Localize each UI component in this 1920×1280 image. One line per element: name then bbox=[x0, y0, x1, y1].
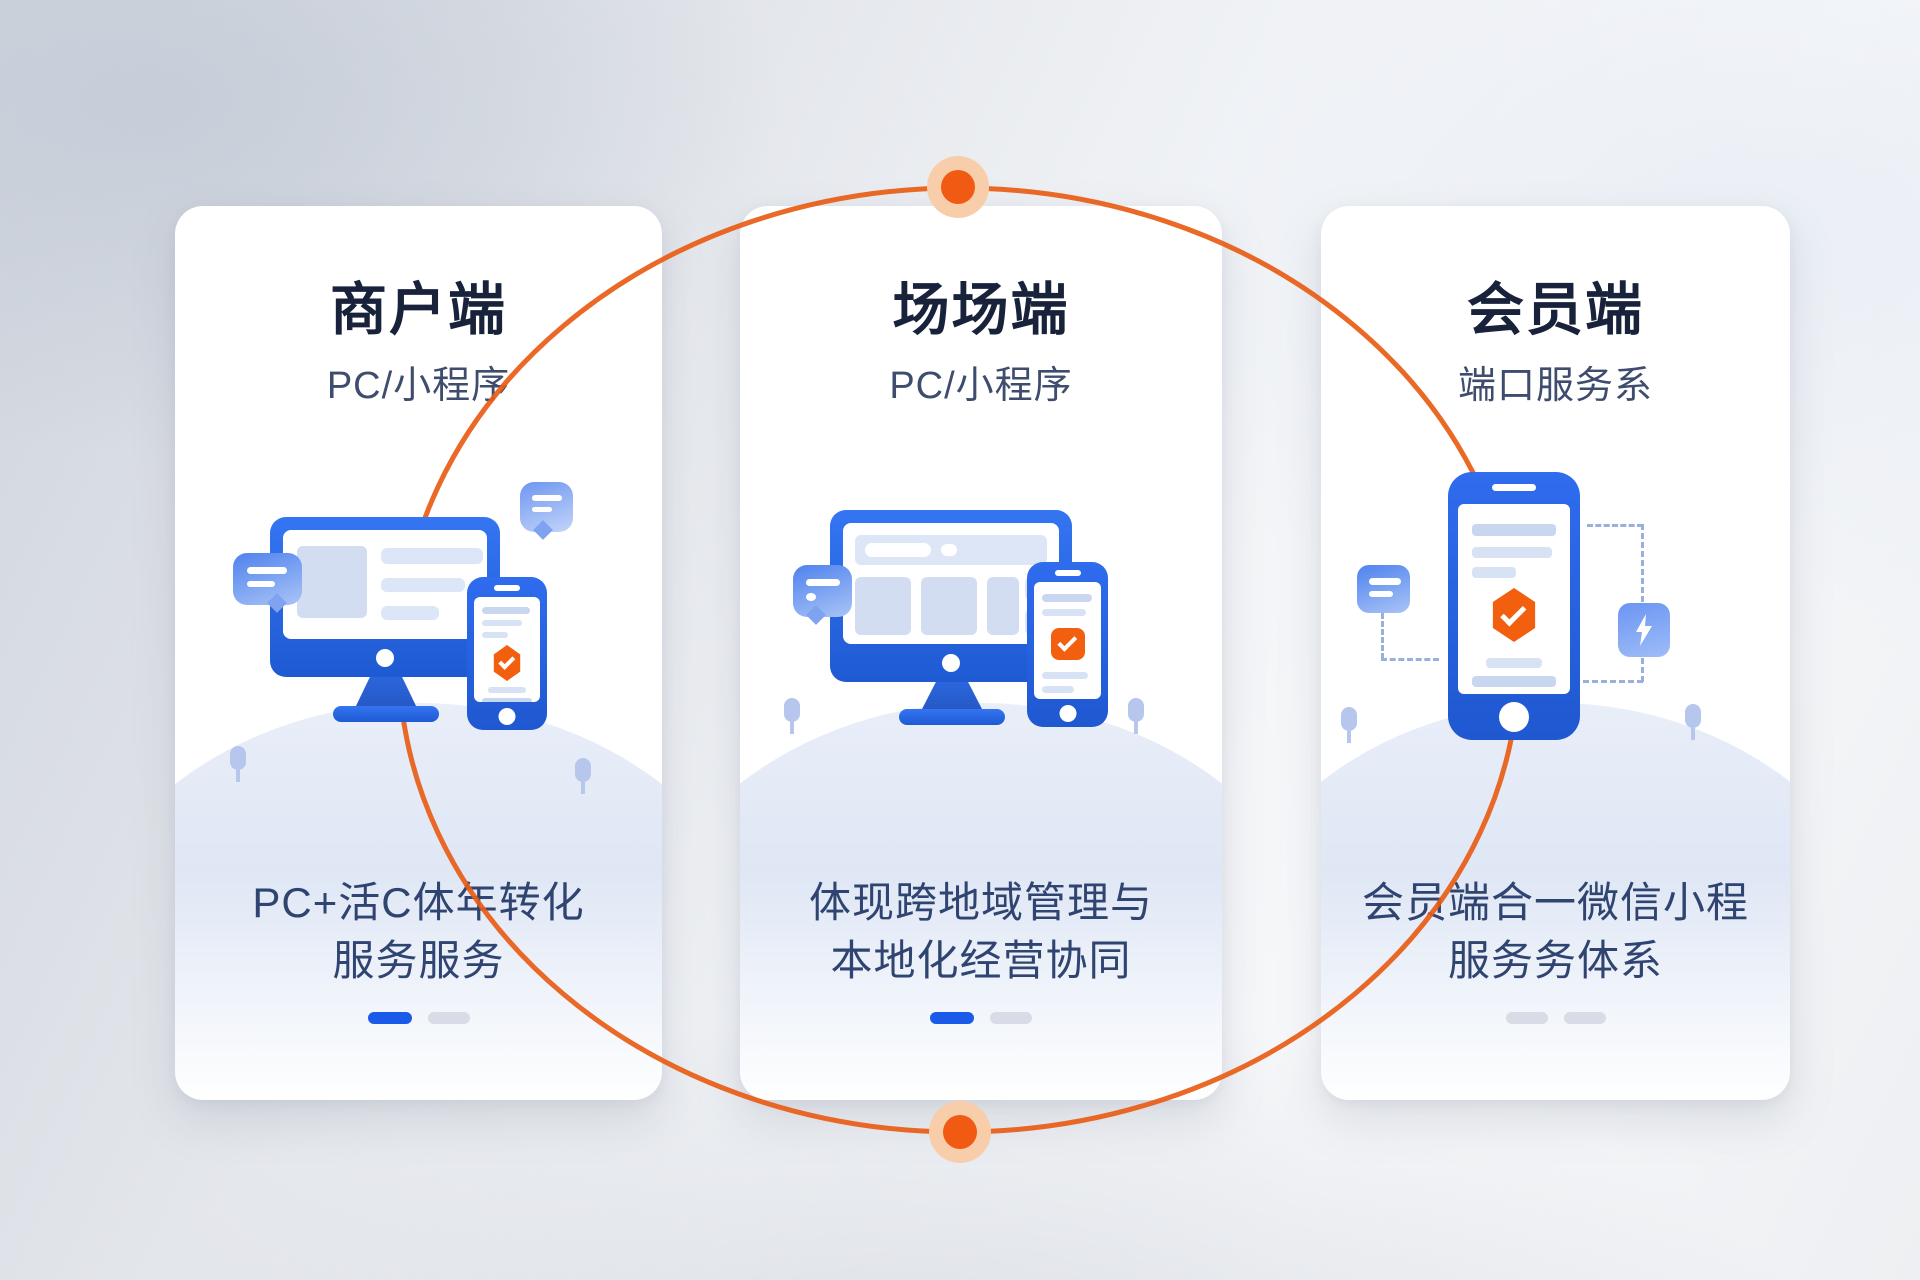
phone-icon bbox=[1448, 472, 1580, 740]
phone-icon bbox=[1027, 562, 1108, 727]
phone-screen bbox=[1458, 504, 1570, 694]
chat-bubble-icon bbox=[1357, 565, 1410, 613]
chat-bubble-icon bbox=[233, 553, 302, 613]
phone-home-button bbox=[1499, 702, 1529, 732]
monitor-base bbox=[333, 706, 439, 722]
merchant-card: 商户端 PC/小程序 bbox=[175, 206, 662, 1100]
pagination-dot[interactable] bbox=[1563, 1012, 1606, 1024]
tree-icon bbox=[1128, 698, 1144, 734]
venue-card: 场场端 PC/小程序 bbox=[740, 206, 1222, 1100]
tree-icon bbox=[1341, 707, 1357, 743]
check-badge-icon bbox=[1051, 628, 1085, 660]
chat-bubble-icon bbox=[793, 565, 852, 625]
monitor-dot bbox=[376, 649, 394, 667]
dashed-connector bbox=[1381, 613, 1384, 659]
monitor-dot bbox=[942, 654, 960, 672]
monitor-screen bbox=[283, 530, 487, 639]
venue-illustration bbox=[740, 206, 1222, 1100]
chat-bubble-icon bbox=[520, 482, 573, 540]
phone-screen bbox=[474, 597, 540, 702]
phone-speaker bbox=[494, 585, 520, 591]
tree-icon bbox=[1685, 704, 1701, 740]
dashed-connector bbox=[1583, 680, 1643, 683]
shield-check-icon bbox=[1492, 588, 1536, 642]
desktop-monitor-icon bbox=[270, 517, 500, 677]
phone-icon bbox=[467, 577, 547, 730]
tree-icon bbox=[575, 758, 591, 794]
phone-home-button bbox=[1059, 705, 1076, 722]
dashed-connector bbox=[1381, 658, 1439, 661]
tree-icon bbox=[784, 698, 800, 734]
monitor-stand bbox=[355, 677, 417, 708]
lightning-icon bbox=[1618, 603, 1670, 657]
dashed-connector bbox=[1641, 524, 1644, 602]
dashed-connector bbox=[1587, 524, 1643, 527]
monitor-stand bbox=[921, 682, 983, 711]
dashed-connector bbox=[1641, 658, 1644, 682]
tree-icon bbox=[230, 746, 246, 782]
phone-speaker bbox=[1054, 570, 1081, 576]
shield-check-icon bbox=[493, 645, 521, 681]
merchant-illustration bbox=[175, 206, 662, 1100]
phone-speaker bbox=[1492, 484, 1536, 491]
phone-screen bbox=[1034, 582, 1101, 699]
phone-home-button bbox=[498, 708, 516, 725]
orbit-node-bottom bbox=[929, 1101, 991, 1163]
member-card: 会员端 端口服务系 bbox=[1321, 206, 1790, 1100]
member-illustration bbox=[1321, 206, 1790, 1100]
monitor-base bbox=[899, 709, 1005, 725]
